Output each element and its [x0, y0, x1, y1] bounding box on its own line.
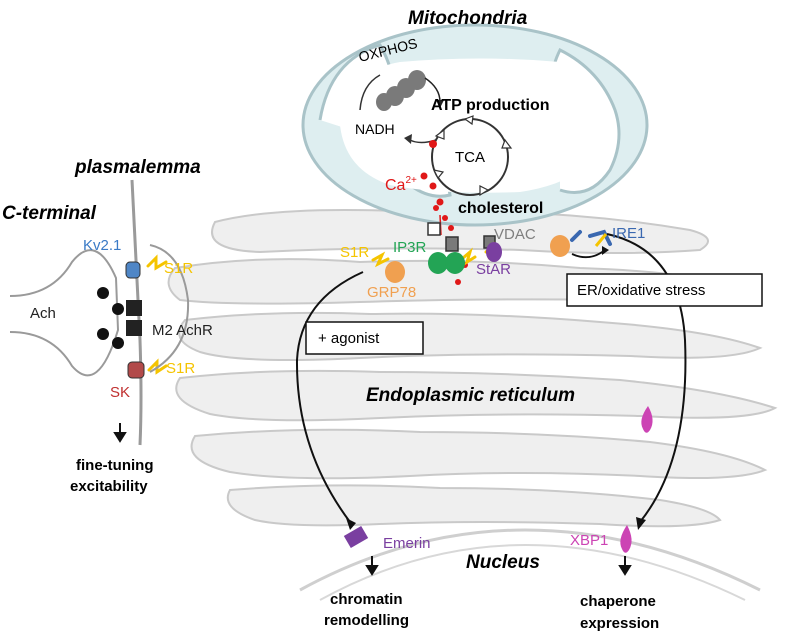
- ip3r-channel-left: [428, 252, 448, 274]
- label-kv21: Kv2.1: [83, 237, 121, 254]
- grp78-protein: [385, 261, 405, 283]
- label-s1r-sk: S1R: [166, 360, 195, 377]
- label-xbp1: XBP1: [570, 532, 608, 549]
- nucleus-envelope: [299, 528, 761, 592]
- vdac-channel-left: [427, 222, 441, 236]
- label-sk: SK: [110, 384, 130, 401]
- presynaptic-terminal: [9, 249, 120, 377]
- label-atp-production: ATP production: [431, 97, 550, 114]
- xbp1-protein-nucleus: [620, 525, 632, 553]
- xbp1-protein-cytosol: [641, 406, 653, 433]
- label-star: StAR: [476, 261, 511, 278]
- mitochondrion: [301, 23, 649, 227]
- label-cholesterol: cholesterol: [458, 200, 543, 217]
- label-remodelling: remodelling: [324, 612, 409, 629]
- ire1-sensor-2: [594, 233, 608, 247]
- title-nucleus: Nucleus: [466, 552, 540, 573]
- star-protein: [486, 242, 502, 262]
- title-plasmalemma: plasmalemma: [74, 157, 201, 178]
- ach-vesicles: [97, 287, 124, 349]
- ire1-sensor: [588, 229, 612, 246]
- oxphos-arrow: [424, 77, 441, 103]
- nadh-oxphos-arc: [359, 74, 381, 111]
- label-er-stress: ER/oxidative stress: [577, 282, 705, 299]
- down-arrows: [113, 423, 632, 576]
- label-ca: Ca2+: [385, 175, 417, 194]
- label-tca: TCA: [455, 149, 485, 166]
- agonist-box: [305, 321, 424, 355]
- ire1-sensor-3: [570, 230, 582, 242]
- oxphos-complex: [376, 70, 426, 111]
- label-emerin: Emerin: [383, 535, 431, 552]
- vdac-channel-gray: [445, 236, 459, 252]
- ip3r-channel-right: [445, 252, 465, 274]
- post-synaptic-bulge: [149, 244, 190, 373]
- m2-achr-receptor-2: [126, 320, 142, 336]
- label-agonist: + agonist: [318, 330, 380, 347]
- title-endoplasmic-reticulum: Endoplasmic reticulum: [366, 385, 575, 406]
- label-chaperone: chaperone: [580, 593, 656, 610]
- grp78-protein-2: [550, 235, 570, 257]
- endoplasmic-reticulum: [167, 208, 778, 528]
- emerin-protein: [343, 525, 369, 549]
- label-expression: expression: [580, 615, 659, 632]
- agonist-pathway-arrow: [295, 271, 364, 523]
- label-nadh: NADH: [355, 121, 395, 137]
- label-vdac: VDAC: [494, 226, 536, 243]
- kv21-channel: [125, 261, 141, 279]
- label-m2-achr: M2 AchR: [152, 322, 213, 339]
- label-ca-base: Ca: [385, 177, 406, 194]
- label-s1r-er: S1R: [340, 244, 369, 261]
- label-excitability: excitability: [70, 478, 148, 495]
- stress-pathway-arrow: [606, 233, 687, 523]
- m2-achr-receptor: [126, 300, 142, 316]
- nucleus-envelope-inner: [319, 544, 746, 601]
- title-mitochondria: Mitochondria: [408, 8, 528, 29]
- label-ip3r: IP3R: [393, 239, 427, 256]
- tca-cycle-arrows: [432, 115, 513, 197]
- er-stress-box: [566, 273, 763, 307]
- title-c-terminal: C-terminal: [2, 203, 97, 224]
- plasmalemma-membrane: [130, 179, 143, 446]
- label-ach: Ach: [30, 305, 56, 322]
- label-grp78: GRP78: [367, 284, 416, 301]
- label-chromatin: chromatin: [330, 591, 403, 608]
- label-s1r-kv: S1R: [164, 260, 193, 277]
- label-ire1: IRE1: [612, 225, 645, 242]
- sk-channel: [127, 361, 145, 379]
- label-fine-tuning: fine-tuning: [76, 457, 153, 474]
- label-ca-sup: 2+: [405, 175, 417, 186]
